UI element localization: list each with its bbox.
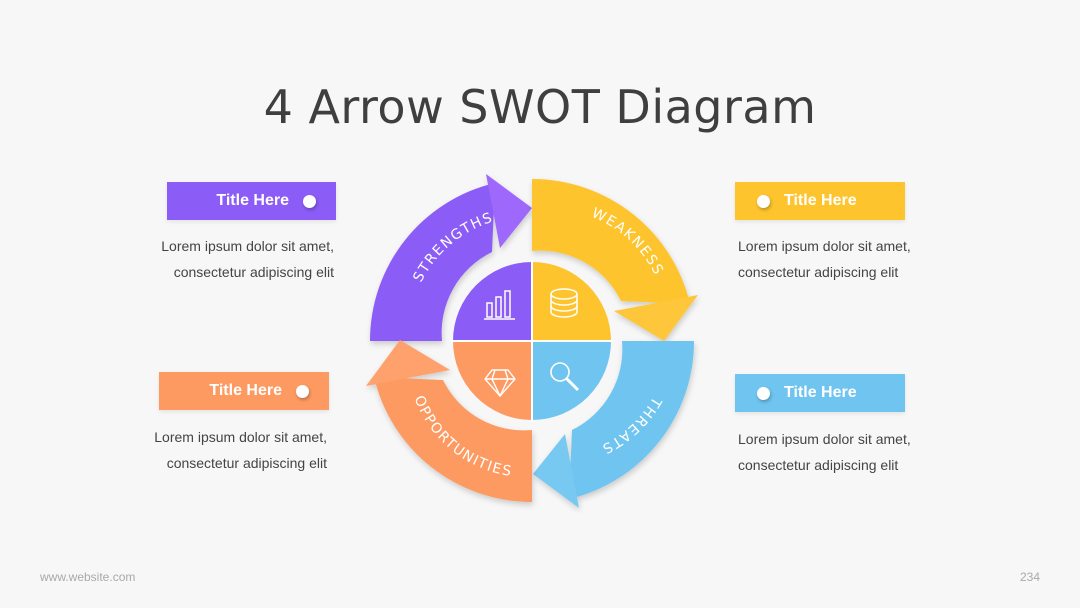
weakness-arrow-band	[532, 178, 690, 304]
strengths-title-tag: Title Here	[167, 182, 336, 220]
slide-title: 4 Arrow SWOT Diagram	[263, 80, 817, 134]
threats-arrow-band	[569, 341, 695, 499]
bullet-dot-icon	[757, 386, 770, 400]
bullet-dot-icon	[296, 384, 309, 398]
threats-arrow	[533, 341, 695, 508]
threats-arrowhead	[533, 434, 579, 508]
opportunities-description: Lorem ipsum dolor sit amet, consectetur …	[154, 429, 327, 471]
strengths-description: Lorem ipsum dolor sit amet, consectetur …	[161, 238, 334, 280]
threats-title-tag: Title Here	[735, 374, 905, 412]
opportunities-title: Title Here	[209, 382, 282, 399]
center-circle	[451, 260, 613, 422]
strengths-title: Title Here	[216, 192, 289, 209]
footer-website: www.website.com	[40, 570, 136, 584]
threats-quadrant	[532, 341, 611, 420]
weakness-quadrant	[532, 262, 611, 341]
strengths-arrow	[369, 174, 532, 341]
weakness-description: Lorem ipsum dolor sit amet, consectetur …	[738, 238, 911, 280]
weakness-arrowhead	[614, 295, 698, 341]
opportunities-arrow	[366, 340, 532, 503]
opportunities-arrow-band	[374, 377, 532, 503]
strengths-arrowhead	[486, 174, 532, 248]
diamond-icon	[484, 369, 516, 397]
opportunities-title-tag: Title Here	[159, 372, 329, 410]
page-number: 234	[1019, 570, 1040, 584]
threats-title: Title Here	[784, 384, 857, 401]
weakness-title-tag: Title Here	[735, 182, 905, 220]
magnifier-icon	[550, 362, 580, 392]
bullet-dot-icon	[757, 194, 770, 208]
threats-description: Lorem ipsum dolor sit amet, consectetur …	[738, 431, 911, 473]
coin-stack-icon	[550, 288, 578, 318]
bullet-dot-icon	[303, 194, 316, 208]
strengths-quadrant	[453, 262, 532, 341]
bar-chart-icon	[484, 290, 515, 320]
strengths-arrow-band	[369, 183, 495, 341]
opportunities-arrowhead	[366, 340, 450, 386]
weakness-title: Title Here	[784, 192, 857, 209]
weakness-arrow	[532, 178, 698, 341]
